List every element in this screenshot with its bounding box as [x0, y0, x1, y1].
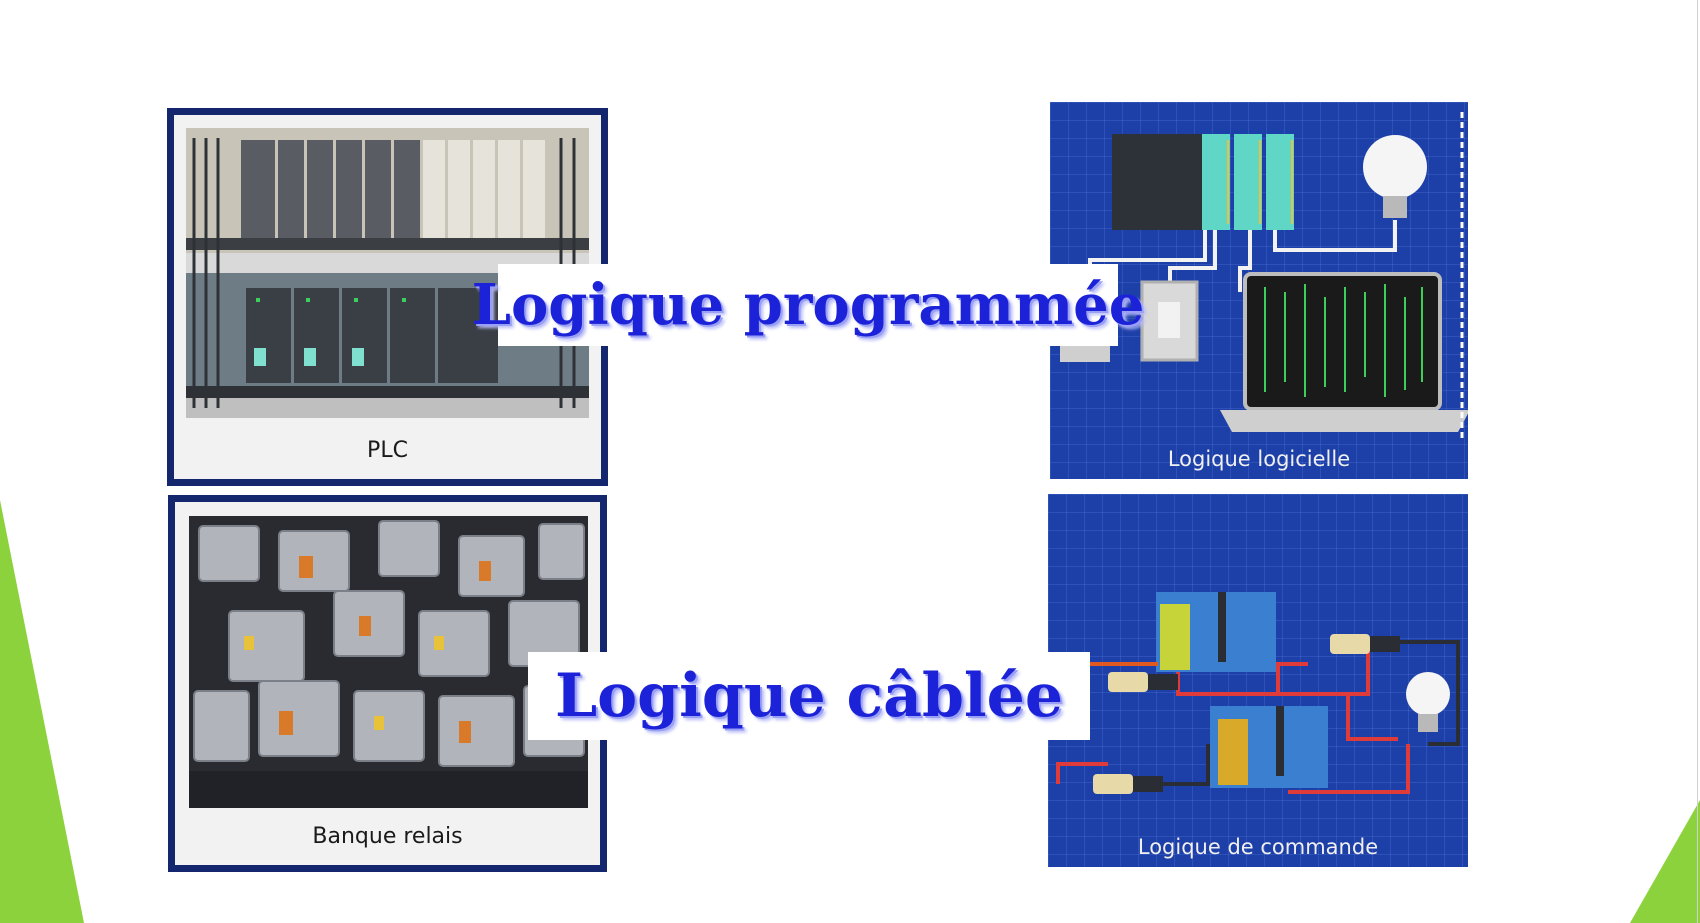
relay-caption: Banque relais: [312, 823, 463, 849]
wired-logic-banner: Logique câblée: [528, 652, 1090, 740]
relay-circuit-diagram-icon: [1056, 592, 1460, 794]
right-green-triangle: [1630, 800, 1700, 923]
right-edge-line: [1697, 0, 1698, 923]
plc-card: PLC: [167, 108, 608, 486]
plc-photo: [186, 128, 589, 418]
control-logic-caption: Logique de commande: [1137, 835, 1379, 859]
left-green-triangle: [0, 500, 84, 923]
software-logic-caption: Logique logicielle: [1167, 447, 1351, 471]
plc-rack-icon: [186, 128, 589, 418]
control-logic-panel: Logique de commande: [1048, 494, 1468, 867]
programmed-logic-banner: Logique programmée: [472, 264, 1144, 346]
software-logic-panel: Logique logicielle: [1050, 102, 1468, 479]
plc-caption: PLC: [367, 437, 408, 463]
